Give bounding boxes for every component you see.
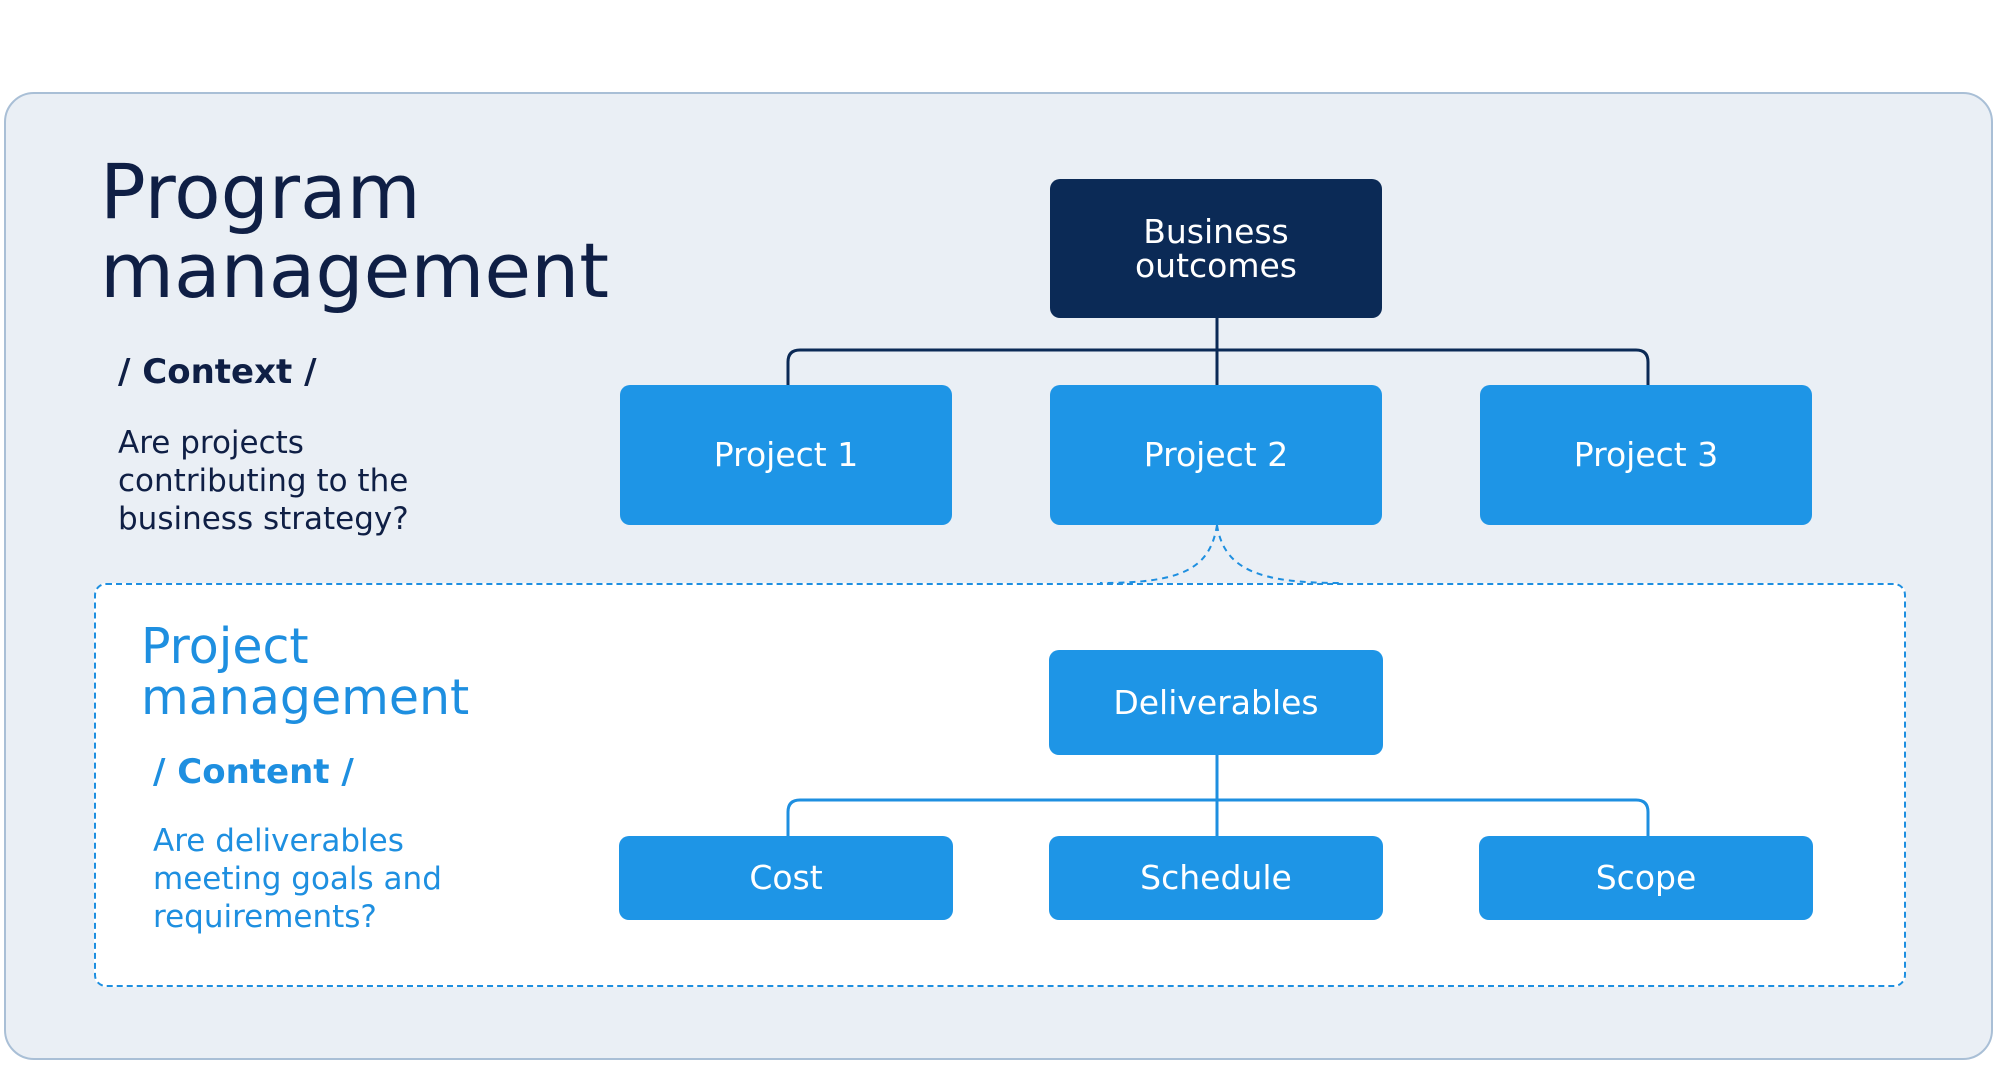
project-1-node: Project 1	[620, 385, 952, 525]
scope-node: Scope	[1479, 836, 1813, 920]
business-outcomes-node: Business outcomes	[1050, 179, 1382, 318]
content-question: Are deliverables meeting goals and requi…	[153, 823, 442, 935]
context-tag: / Context /	[118, 352, 317, 392]
project-3-node: Project 3	[1480, 385, 1812, 525]
schedule-node: Schedule	[1049, 836, 1383, 920]
program-management-title: Program management	[100, 147, 610, 316]
content-tag: / Content /	[153, 752, 354, 792]
context-question: Are projects contributing to the busines…	[118, 425, 409, 537]
deliverables-node: Deliverables	[1049, 650, 1383, 755]
project-2-node: Project 2	[1050, 385, 1382, 525]
project-management-title: Project management	[141, 618, 470, 726]
cost-node: Cost	[619, 836, 953, 920]
